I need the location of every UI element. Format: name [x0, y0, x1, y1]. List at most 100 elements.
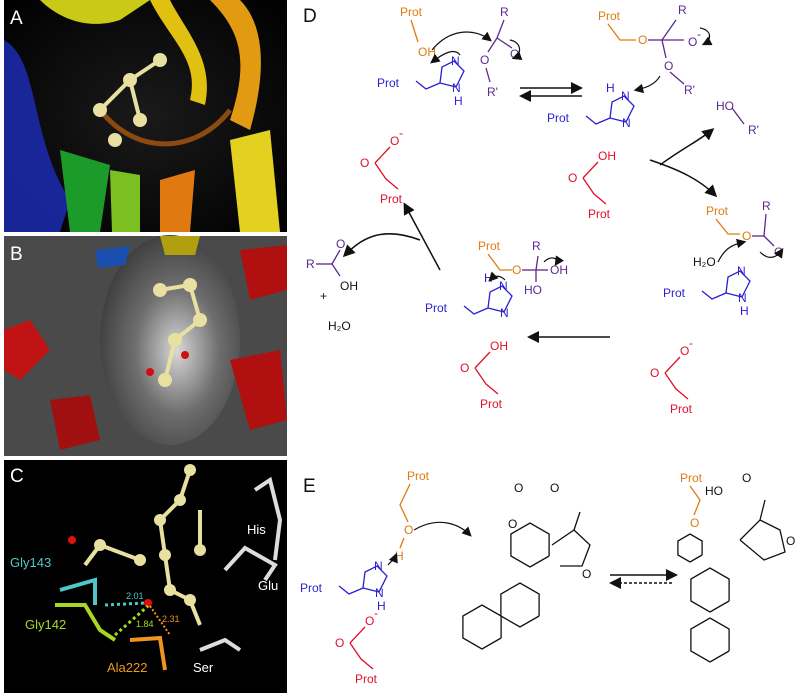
bond [496, 19, 505, 39]
ring-oxygen: O [508, 517, 517, 531]
bond [763, 213, 767, 237]
imidazole-nitrogen: N [622, 116, 631, 130]
aromatic-ring [690, 567, 730, 613]
imidazole-ring [439, 60, 465, 88]
furan-ring [739, 519, 786, 561]
imidazole-ring [609, 95, 635, 123]
cyclohexane-ring [690, 617, 730, 663]
hydroxyl: OH [550, 263, 568, 277]
substrate-r: R [762, 199, 771, 213]
substrate-r: R [500, 5, 509, 19]
imidazole-nitrogen: N [452, 81, 461, 95]
acid-prot-label: Prot [355, 672, 378, 686]
oxyanion: O [688, 35, 697, 49]
serine-prot-label: Prot [400, 5, 423, 19]
carboxylate-oxygen: O [680, 344, 689, 358]
distance-gly143: 2.01 [126, 591, 144, 601]
imidazole-ring [487, 285, 513, 313]
ester-carbon [677, 533, 703, 563]
imidazole-nitrogen: N [738, 291, 747, 305]
panel-b-label: B [10, 244, 23, 265]
imidazole-nitrogen: N [500, 306, 509, 320]
bond [669, 71, 685, 85]
bond [731, 107, 745, 125]
imidazole-hydrogen: H [606, 81, 615, 95]
substrate-r-prime: R' [487, 85, 498, 99]
imidazole-nitrogen: N [375, 586, 384, 600]
bond [496, 37, 513, 49]
residue-ala222: Ala222 [107, 660, 147, 675]
hydroxyl: HO [524, 283, 542, 297]
bond [399, 537, 405, 549]
carboxyl-hydroxyl: OH [490, 339, 508, 353]
acid-prot-label: Prot [380, 192, 403, 206]
serine-oxygen: O [690, 516, 699, 530]
electron-push-arrow [699, 27, 713, 46]
carbonyl-oxygen: O [514, 481, 523, 495]
furan-oxygen: O [582, 567, 591, 581]
bond [535, 255, 539, 271]
acid-prot-label: Prot [670, 402, 693, 416]
bond [485, 67, 491, 83]
electron-push-arrow [543, 255, 564, 266]
bond [689, 485, 701, 516]
ester-oxygen: O [664, 59, 673, 73]
bond [763, 235, 775, 247]
histidine-prot-label: Prot [377, 76, 400, 90]
histidine-prot-label: Prot [425, 301, 448, 315]
furan-oxygen: O [786, 534, 795, 548]
histidine-prot-label: Prot [547, 111, 570, 125]
distance-ala222: 2.31 [162, 614, 180, 624]
carboxyl-oxygen: O [360, 156, 369, 170]
serine-oxygen: O [742, 229, 751, 243]
negative-charge: - [399, 126, 403, 140]
imidazole-nitrogen: N [499, 279, 508, 293]
serine-prot-label: Prot [407, 469, 430, 483]
bond [607, 23, 636, 41]
carbonyl-oxygen: O [336, 237, 345, 251]
distance-gly142: 1.84 [136, 619, 154, 629]
electron-push-arrow [509, 39, 523, 60]
bond [349, 642, 374, 670]
panel-e-label: E [303, 476, 316, 497]
electron-push-arrow [759, 248, 784, 259]
water: H₂O [693, 255, 716, 269]
serine-hydroxyl: OH [418, 45, 436, 59]
cyclohexane-ring [462, 604, 502, 650]
residue-ser: Ser [193, 660, 214, 675]
panel-c-label: C [10, 466, 24, 487]
electron-push-arrow [387, 552, 398, 566]
negative-charge: - [697, 27, 701, 41]
residue-gly143: Gly143 [10, 555, 51, 570]
imidazole-nitrogen: N [621, 89, 630, 103]
carboxylate-oxygen: O [365, 614, 374, 628]
release-arrow [342, 233, 421, 258]
electron-push-arrow [430, 50, 461, 64]
panel-a-protein-ribbon-view: A [4, 0, 287, 232]
electron-push-arrow [488, 271, 506, 282]
alcohol-hydroxyl: HO [716, 99, 734, 113]
panel-d-catalytic-mechanism: D ProtOHROOR'NNHProtOO-ProtProtORO-OR'NN… [303, 3, 783, 416]
bond [349, 626, 366, 644]
electron-push-arrow [413, 521, 472, 537]
water: H₂O [328, 319, 351, 333]
aromatic-ring [500, 582, 540, 628]
electron-push-arrow [431, 31, 492, 51]
carboxyl-oxygen: O [335, 636, 344, 650]
serine-prot-label: Prot [706, 204, 729, 218]
serine-prot-label: Prot [478, 239, 501, 253]
imidazole-hydrogen: H [377, 599, 386, 613]
substrate-r: R [678, 3, 687, 17]
serine-hydrogen: H [395, 549, 404, 563]
negative-charge: - [689, 336, 693, 350]
histidine-side-chain [415, 80, 441, 90]
furan-ring [551, 529, 591, 567]
histidine-side-chain [585, 115, 611, 125]
carbonyl-oxygen: O [742, 471, 751, 485]
panel-b-surface-view: B [4, 235, 287, 456]
carboxyl-oxygen: O [650, 366, 659, 380]
imidazole-nitrogen: N [451, 54, 460, 68]
carboxyl-oxygen: O [460, 361, 469, 375]
residue-gly142: Gly142 [25, 617, 66, 632]
